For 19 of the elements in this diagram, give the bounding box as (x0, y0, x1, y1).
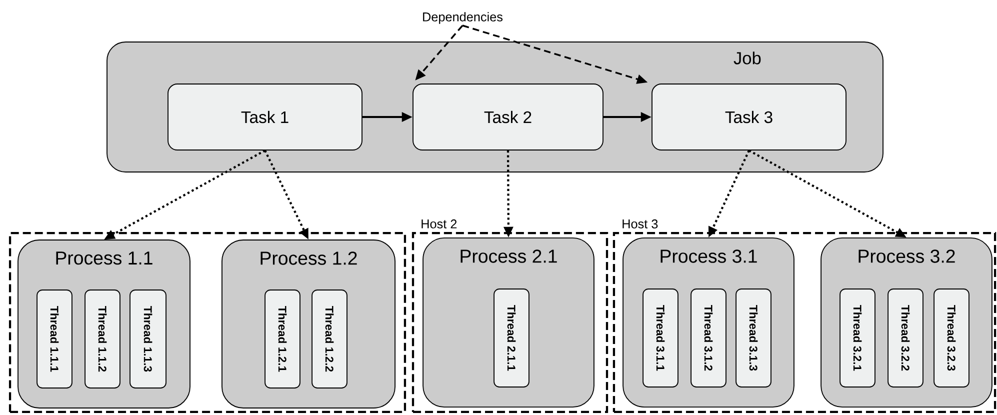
task-box: Task 2 (412, 84, 604, 150)
thread-box: Thread 3.2.3 (934, 288, 970, 388)
task-box: Task 3 (652, 84, 846, 150)
thread-box: Thread 3.1.1 (642, 288, 678, 388)
annotation-text: Dependencies (423, 12, 503, 24)
thread-box: Thread 3.2.1 (840, 288, 876, 388)
thread-box: Thread 3.2.2 (888, 288, 924, 388)
task-box: Task 1 (168, 84, 362, 150)
node-label: Host 2 (422, 219, 457, 228)
host-box (8, 232, 406, 414)
thread-box: Thread 1.1.1 (36, 290, 72, 388)
thread-box: Thread 1.1.2 (84, 290, 120, 388)
thread-box: Thread 3.1.2 (690, 288, 726, 388)
thread-box: Thread 2.1.1 (494, 288, 530, 388)
thread-box: Thread 3.1.3 (736, 288, 772, 388)
thread-box: Thread 1.2.1 (264, 290, 300, 388)
thread-box: Thread 1.2.2 (312, 290, 348, 388)
thread-box: Thread 1.1.3 (130, 290, 166, 388)
node-label: Host 3 (622, 219, 658, 228)
